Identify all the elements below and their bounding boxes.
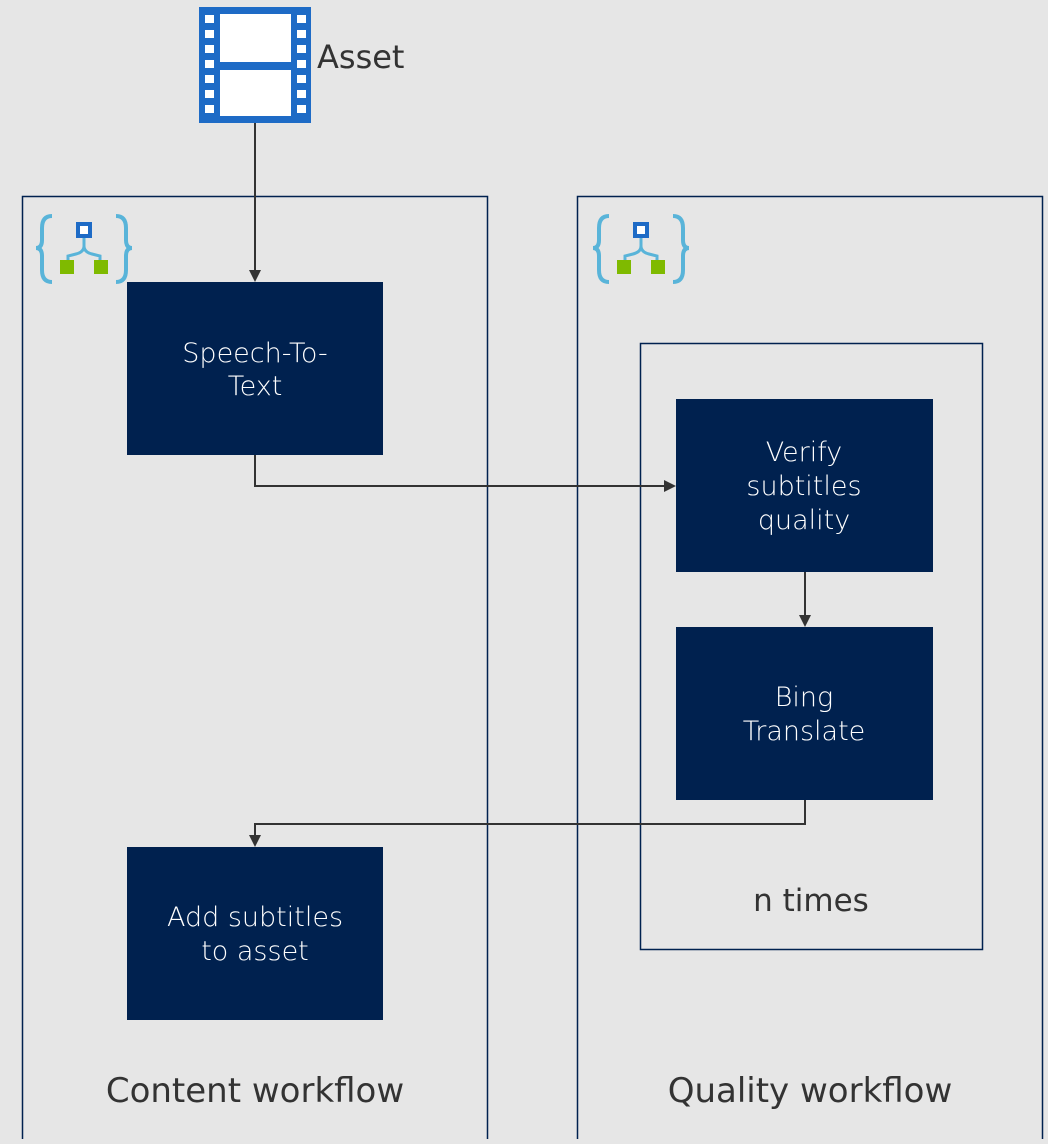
speech-to-text-step: Speech-To- Text: [127, 282, 383, 455]
step-label-line: Text: [228, 371, 283, 402]
content-workflow-label: Content workflow: [106, 1071, 404, 1111]
loop-label: n times: [753, 883, 869, 919]
quality-workflow-label: Quality workflow: [668, 1071, 953, 1111]
logic-app-icon: [592, 214, 690, 284]
add-subtitles-step: Add subtitles to asset: [127, 847, 383, 1020]
connector-speech-to-verify: [254, 455, 676, 492]
step-label-line: to asset: [201, 936, 309, 967]
step-label-line: Verify: [766, 437, 843, 468]
film-strip-icon: [199, 7, 311, 123]
step-label-line: Add subtitles: [167, 902, 343, 933]
step-label-line: Translate: [743, 716, 866, 747]
verify-subtitles-step: Verify subtitles quality: [676, 399, 933, 572]
step-label-line: quality: [758, 505, 850, 536]
logic-app-icon: [35, 214, 133, 284]
step-label-line: Bing: [775, 682, 834, 713]
bing-translate-step: Bing Translate: [676, 627, 933, 800]
step-label-line: Speech-To-: [182, 338, 327, 369]
loop-container: [639, 342, 984, 951]
step-label-line: subtitles: [746, 471, 861, 502]
quality-workflow-container: [576, 195, 1044, 1144]
asset-label: Asset: [317, 38, 404, 76]
connector-translate-to-add: [249, 800, 806, 847]
